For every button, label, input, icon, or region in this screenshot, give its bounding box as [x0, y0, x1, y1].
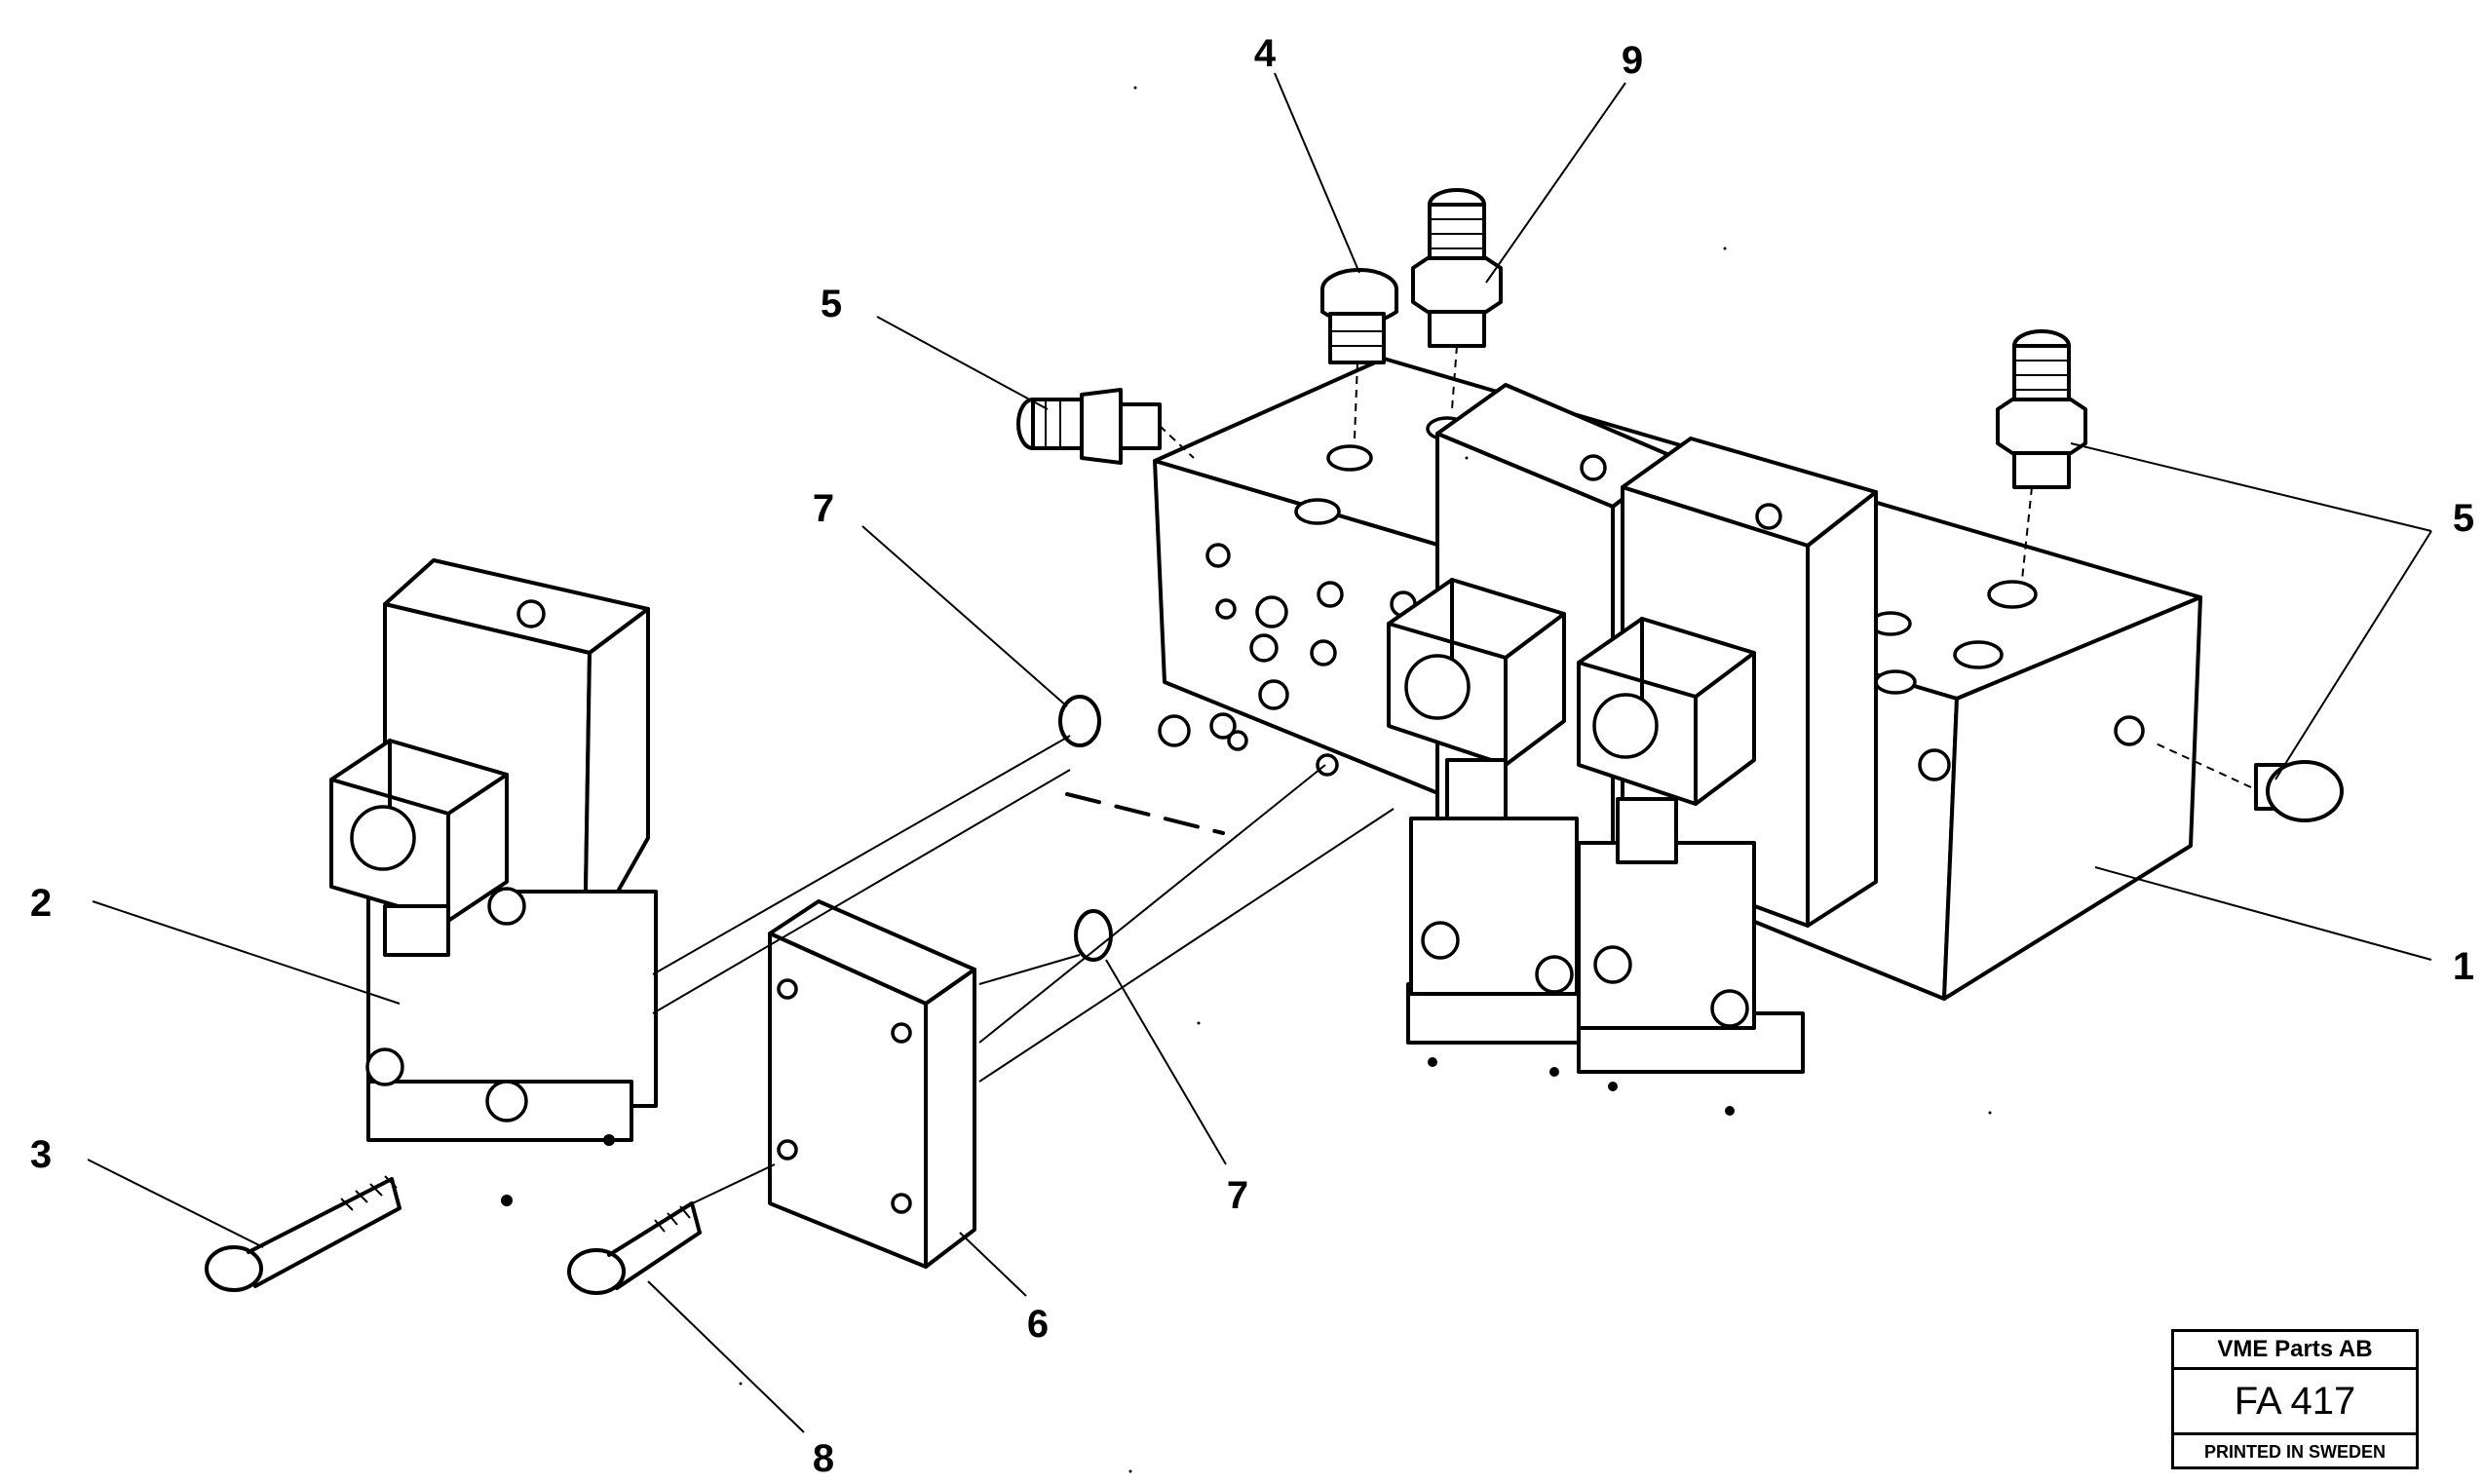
- callout-5-left: 5: [821, 283, 842, 325]
- nipple-9: [1411, 188, 1503, 348]
- company-name: VME Parts AB: [2174, 1332, 2416, 1370]
- short-screw: [567, 1201, 702, 1295]
- solenoid-valve-detached: [329, 558, 658, 1206]
- callout-5-right: 5: [2453, 497, 2474, 540]
- callout-8: 8: [813, 1437, 834, 1480]
- nipple-5-top-right: [1996, 329, 2087, 489]
- drawing-code: FA 417: [2174, 1370, 2416, 1435]
- plug-5-right: [2254, 760, 2344, 822]
- callout-7-upper: 7: [813, 487, 834, 530]
- callout-leaders: [87, 72, 2432, 1433]
- callout-2: 2: [30, 882, 52, 925]
- long-screw: [205, 1175, 401, 1292]
- callout-6: 6: [1027, 1303, 1049, 1346]
- printed-note: PRINTED IN SWEDEN: [2203, 1442, 2386, 1462]
- callout-4: 4: [1254, 32, 1277, 75]
- o-ring-upper: [1058, 695, 1101, 747]
- title-block: VME Parts AB FA 417 PRINTED IN SWEDEN: [2171, 1329, 2419, 1469]
- callout-1: 1: [2453, 945, 2474, 988]
- plug-4: [1320, 268, 1398, 364]
- callout-9: 9: [1622, 39, 1643, 82]
- o-ring-lower: [1074, 909, 1113, 962]
- cover-plate: [768, 899, 976, 1269]
- callout-7-lower: 7: [1227, 1174, 1248, 1217]
- callout-3: 3: [30, 1133, 52, 1176]
- solenoid-valve-mounted-2: [1577, 437, 1878, 1116]
- nipple-5-top-left: [1016, 388, 1162, 465]
- alignment-lines: [652, 345, 2252, 1209]
